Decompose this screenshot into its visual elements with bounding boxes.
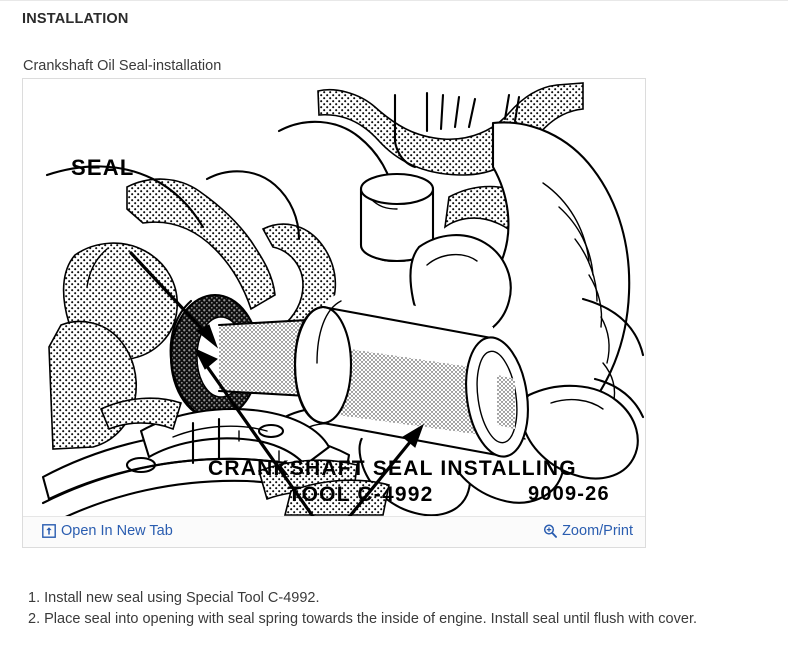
procedure-step: 2. Place seal into opening with seal spr… — [28, 611, 697, 627]
seal-leader-line — [129, 251, 215, 343]
page-title: INSTALLATION — [22, 11, 129, 27]
figure-caption: Crankshaft Oil Seal-installation — [23, 58, 222, 74]
oil-pan-stipple — [99, 397, 182, 431]
figure-image[interactable]: SEAL CRANKSHAFT SEAL INSTALLING TOOL C-4… — [23, 79, 645, 516]
procedure-step: 1. Install new seal using Special Tool C… — [28, 590, 320, 606]
figure-container: SEAL CRANKSHAFT SEAL INSTALLING TOOL C-4… — [22, 78, 646, 548]
top-divider — [0, 0, 788, 1]
open-in-new-tab-link[interactable]: Open In New Tab — [41, 523, 173, 539]
lower-rail-stipple-2 — [283, 479, 390, 516]
procedure-steps: 1. Install new seal using Special Tool C… — [28, 588, 780, 630]
installing-tool-c4992 — [293, 289, 529, 483]
tool-label-line-2: TOOL C-4992 — [288, 483, 433, 506]
seal-leader-arrowhead — [196, 324, 219, 349]
engine-rib-stipple-left — [126, 178, 276, 311]
open-in-new-tab-icon — [41, 524, 56, 539]
tool-leader-line-left — [197, 353, 315, 516]
crankshaft-seal-installation-illustration: SEAL CRANKSHAFT SEAL INSTALLING TOOL C-4… — [23, 79, 645, 516]
magnifier-plus-icon — [542, 524, 557, 539]
tool-leader-line-right — [347, 429, 421, 516]
tool-leader-arrowhead-right — [402, 423, 424, 448]
open-in-new-tab-label: Open In New Tab — [61, 523, 173, 539]
zoom-print-label: Zoom/Print — [562, 523, 633, 539]
zoom-print-link[interactable]: Zoom/Print — [542, 523, 633, 539]
tool-label-line-1: CRANKSHAFT SEAL INSTALLING — [208, 457, 577, 480]
seal-label: SEAL — [71, 155, 134, 180]
figure-number: 9009-26 — [528, 483, 610, 505]
figure-toolbar: Open In New Tab Zoom/Print — [23, 516, 645, 547]
tool-leader-arrowhead-left — [193, 347, 218, 370]
